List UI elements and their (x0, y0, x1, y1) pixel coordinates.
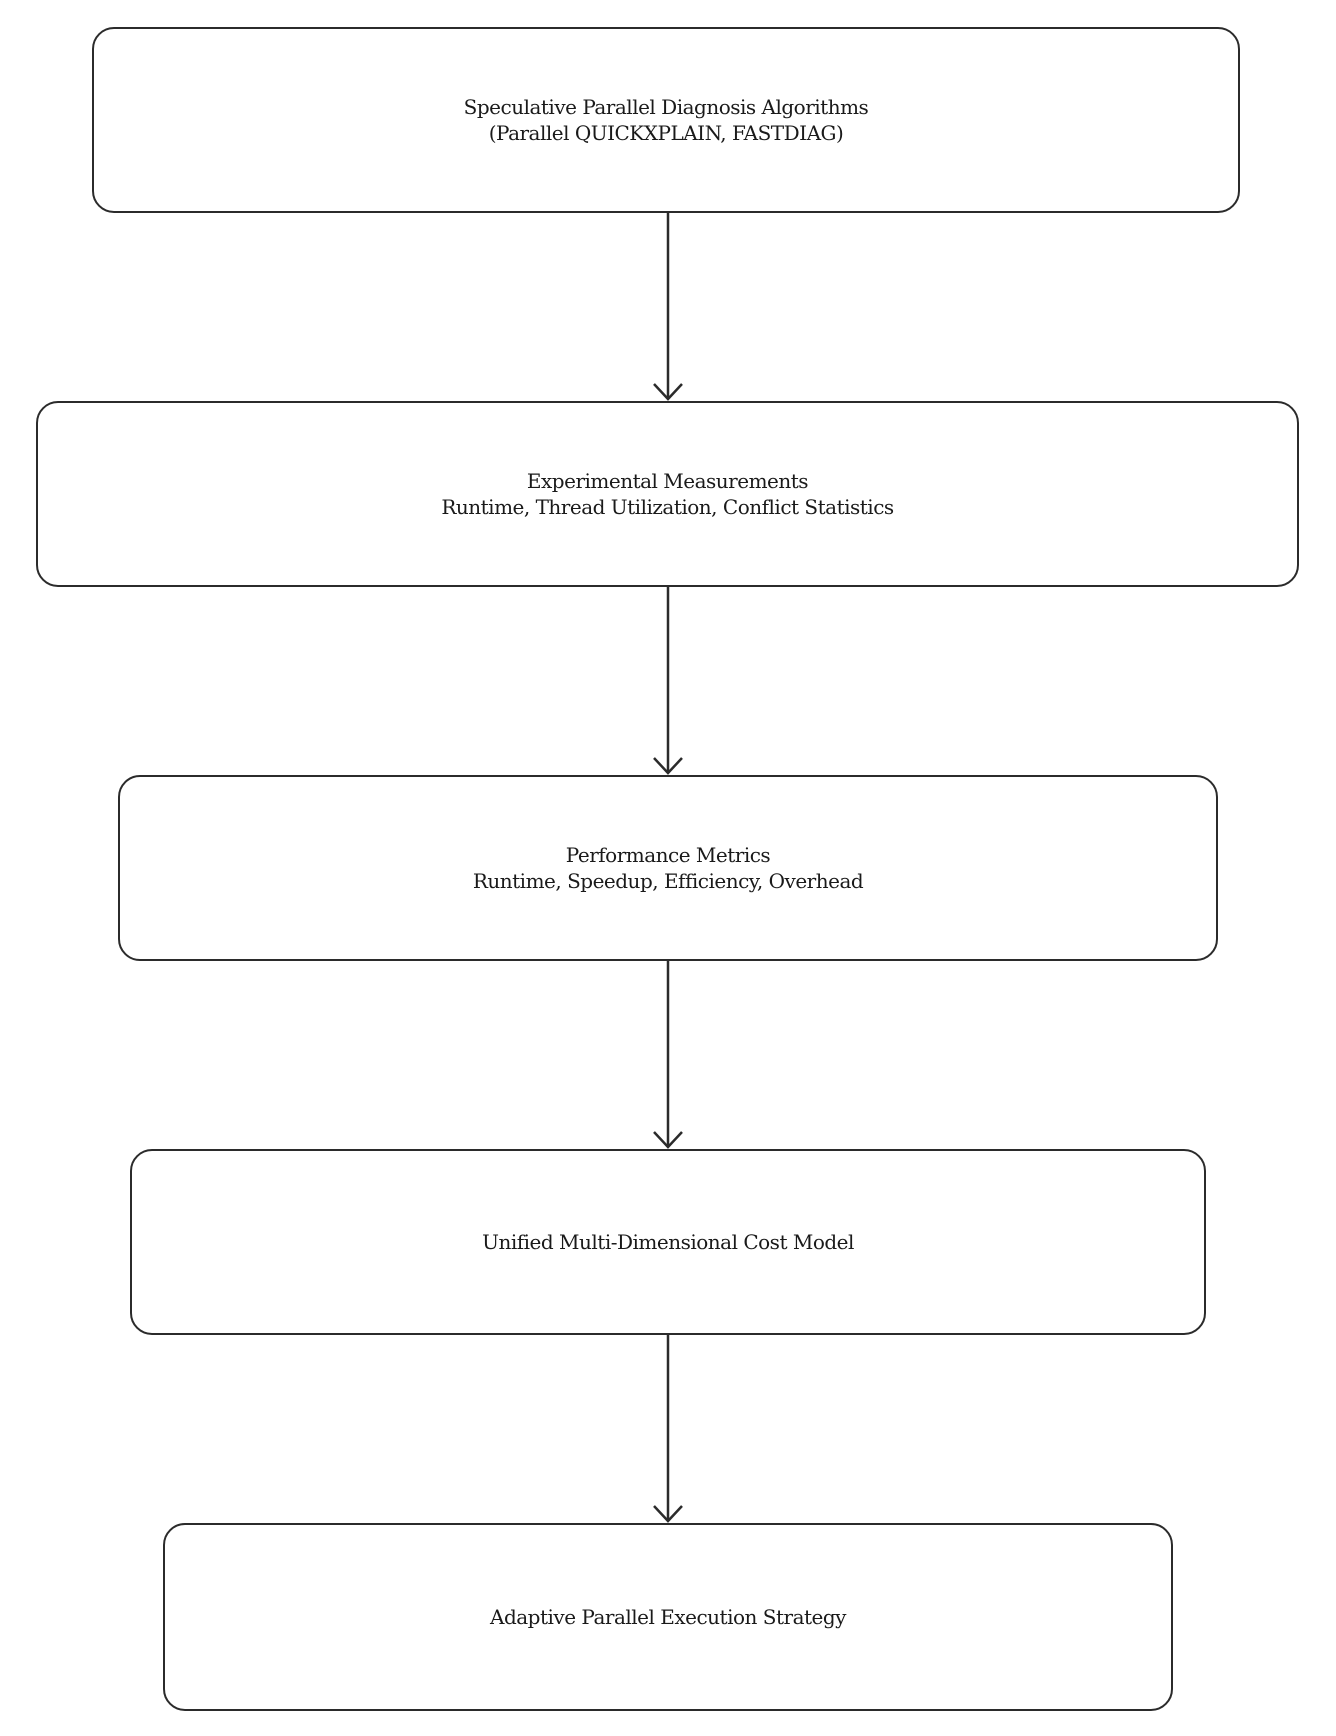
node-performance-metrics: Performance Metrics Runtime, Speedup, Ef… (118, 775, 1218, 961)
node-title: Adaptive Parallel Execution Strategy (490, 1605, 846, 1629)
node-title: Experimental Measurements (526, 469, 809, 493)
node-experimental-measurements: Experimental Measurements Runtime, Threa… (36, 401, 1299, 587)
node-title: Unified Multi-Dimensional Cost Model (482, 1230, 854, 1254)
node-unified-cost-model: Unified Multi-Dimensional Cost Model (130, 1149, 1206, 1335)
node-speculative-parallel-diagnosis-algorithms: Speculative Parallel Diagnosis Algorithm… (92, 27, 1240, 213)
arrow-cost-model-to-strategy (653, 1335, 683, 1523)
node-subtitle: Runtime, Thread Utilization, Conflict St… (441, 495, 894, 519)
node-subtitle: Runtime, Speedup, Efficiency, Overhead (472, 869, 864, 893)
node-title: Performance Metrics (565, 843, 771, 867)
arrow-metrics-to-cost-model (653, 961, 683, 1149)
node-subtitle: (Parallel QUICKXPLAIN, FASTDIAG) (488, 121, 844, 145)
arrow-measurements-to-metrics (653, 587, 683, 775)
arrow-algorithms-to-measurements (653, 213, 683, 401)
node-adaptive-execution-strategy: Adaptive Parallel Execution Strategy (163, 1523, 1173, 1711)
node-title: Speculative Parallel Diagnosis Algorithm… (463, 95, 869, 119)
